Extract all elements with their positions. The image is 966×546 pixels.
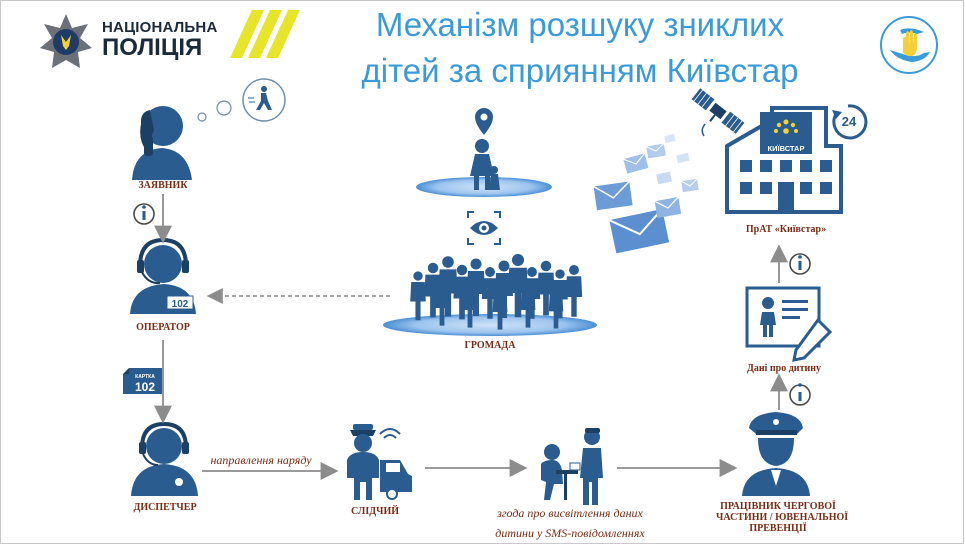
- eye-surveillance-icon: [467, 211, 501, 245]
- thought-bubble-icon: [197, 78, 286, 122]
- call-card-number: 102: [135, 380, 155, 394]
- clock-24-label: 24: [842, 114, 857, 129]
- crowd-person-body: [434, 289, 450, 326]
- applicant-phone-icon: [132, 106, 192, 180]
- crowd-person-head: [413, 271, 423, 281]
- sms-envelopes-icon: [593, 134, 699, 254]
- kyivstar-building-icon: [725, 106, 843, 214]
- crowd-person-head: [540, 260, 552, 272]
- operator-badge-number: 102: [172, 299, 189, 310]
- operator-label: ОПЕРАТОР: [136, 322, 190, 333]
- crowd-person-head: [527, 267, 537, 277]
- community-crowd-icon: [410, 253, 583, 330]
- crowd-person-body: [462, 291, 478, 328]
- operator-headset-icon: [130, 237, 196, 314]
- consent-meeting-icon: [541, 428, 603, 505]
- child-data-label: Дані про дитину: [747, 363, 821, 374]
- crowd-person-head: [485, 267, 495, 277]
- police-stripes-icon: [230, 10, 300, 58]
- crowd-person-head: [437, 279, 447, 289]
- crowd-person-body: [492, 293, 508, 330]
- kyivstar-company-label: ПрАТ «Київстар»: [745, 224, 827, 235]
- call-card-icon: [123, 368, 162, 394]
- page-title-line1: Механізм розшуку зниклих: [375, 6, 785, 43]
- crowd-person-body: [537, 272, 555, 316]
- crowd-person-body: [520, 291, 536, 328]
- investigator-police-car-icon: [347, 424, 412, 500]
- crowd-person-head: [511, 253, 525, 267]
- crowd-person-body: [410, 281, 426, 321]
- crowd-person-body: [481, 278, 499, 319]
- crowd-person-body: [508, 267, 528, 318]
- dispatcher-headset-icon: [131, 421, 198, 496]
- police-star-icon: [40, 14, 92, 68]
- child-platform: [416, 177, 552, 197]
- location-pin-icon: [475, 108, 493, 135]
- kyivstar-logo-text: КИЇВСТАР: [768, 144, 805, 153]
- crowd-person-head: [470, 258, 482, 270]
- duty-officer-label: ПРАЦІВНИК ЧЕРГОВОЇ ЧАСТИНИ / ЮВЕНАЛЬНОЇ …: [716, 501, 849, 534]
- crowd-person-head: [523, 281, 533, 291]
- crowd-person-body: [565, 276, 583, 317]
- duty-officer-label-line1: ПРАЦІВНИК ЧЕРГОВОЇ: [720, 501, 836, 512]
- crowd-person-head: [465, 281, 475, 291]
- page-title: Механізм розшуку зниклих дітей за сприян…: [300, 2, 860, 94]
- clock-24-icon: [832, 104, 868, 140]
- police-logo-line2: ПОЛІЦІЯ: [102, 34, 203, 61]
- child-data-document-icon: [745, 286, 833, 362]
- crowd-person-head: [427, 262, 439, 274]
- crowd-person-head: [551, 283, 561, 293]
- duty-officer-label-line3: ПРЕВЕНЦІЇ: [749, 523, 807, 534]
- dispatch-order-label: направлення наряду: [210, 453, 312, 467]
- duty-officer-icon: [742, 412, 810, 496]
- crowd-person-head: [495, 283, 505, 293]
- info-icon: [133, 203, 155, 225]
- duty-officer-label-line2: ЧАСТИНИ / ЮВЕНАЛЬНОЇ: [716, 512, 849, 523]
- satellite-icon: [691, 88, 745, 134]
- call-card-label: КАРТКА: [135, 374, 155, 380]
- community-platform: [383, 314, 597, 336]
- applicant-label: ЗАЯВНИК: [138, 180, 188, 191]
- crowd-person-head: [456, 264, 468, 276]
- crowd-person-head: [442, 256, 454, 268]
- page-title-line2: дітей за сприянням Київстар: [361, 52, 799, 89]
- signal-wave-icon: [701, 123, 706, 137]
- crowd-person-head: [498, 260, 510, 272]
- dispatcher-label: ДИСПЕТЧЕР: [133, 502, 197, 513]
- info-icon: [789, 383, 811, 406]
- child-protection-hands-icon: [880, 16, 938, 74]
- consent-label-line2: дитини у SMS-повідомленнях: [495, 526, 645, 540]
- investigator-label: СЛІДЧИЙ: [350, 506, 400, 517]
- community-label: ГРОМАДА: [464, 340, 516, 351]
- crowd-person-head: [569, 265, 579, 275]
- police-logo-line1: НАЦІОНАЛЬНА: [102, 19, 218, 36]
- crowd-person-head: [555, 269, 565, 279]
- crowd-person-body: [424, 274, 442, 318]
- missing-child-icon: [470, 139, 500, 190]
- consent-label-line1: згода про висвітлення даних: [497, 506, 643, 520]
- consent-label: згода про висвітлення даних дитини у SMS…: [470, 503, 670, 543]
- info-icon: [789, 253, 811, 275]
- crowd-person-body: [548, 293, 564, 329]
